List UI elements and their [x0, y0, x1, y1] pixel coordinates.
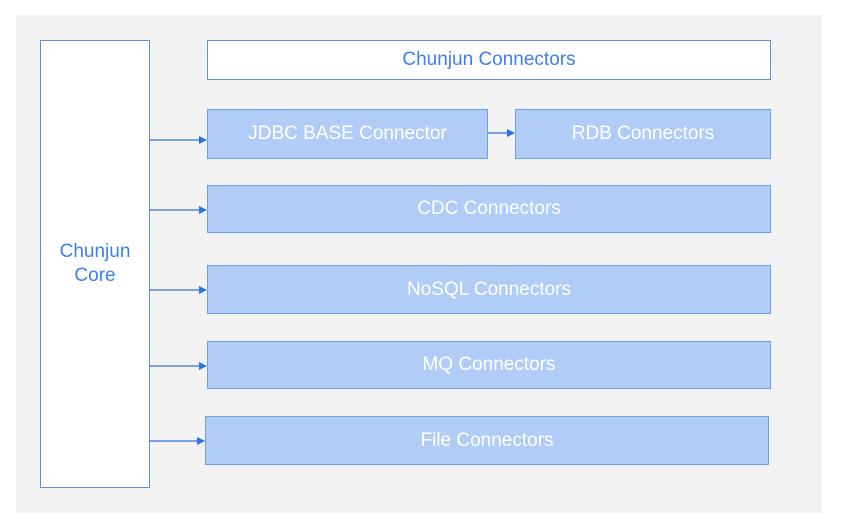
header-label: Chunjun Connectors — [402, 49, 576, 70]
mq-connectors-box: MQ Connectors — [207, 341, 771, 389]
nosql-connectors-label: NoSQL Connectors — [406, 278, 572, 300]
cdc-connectors-box: CDC Connectors — [207, 185, 771, 233]
core-label-line2: Core — [74, 265, 116, 286]
jdbc-base-connector-label: JDBC BASE Connector — [248, 123, 447, 144]
nosql-connectors-box: NoSQL Connectors — [207, 265, 771, 314]
mq-connectors-label: MQ Connectors — [422, 354, 556, 375]
chunjun-connectors-header: Chunjun Connectors — [207, 40, 771, 80]
file-connectors-box: File Connectors — [205, 416, 769, 465]
cdc-connectors-label: CDC Connectors — [417, 198, 561, 219]
rdb-connectors-label: RDB Connectors — [571, 123, 715, 144]
file-connectors-label: File Connectors — [420, 429, 554, 451]
rdb-connectors-box: RDB Connectors — [515, 109, 771, 159]
chunjun-core-box: Chunjun Core — [40, 40, 150, 488]
core-label-line1: Chunjun — [59, 241, 131, 262]
jdbc-base-connector-box: JDBC BASE Connector — [207, 109, 488, 159]
